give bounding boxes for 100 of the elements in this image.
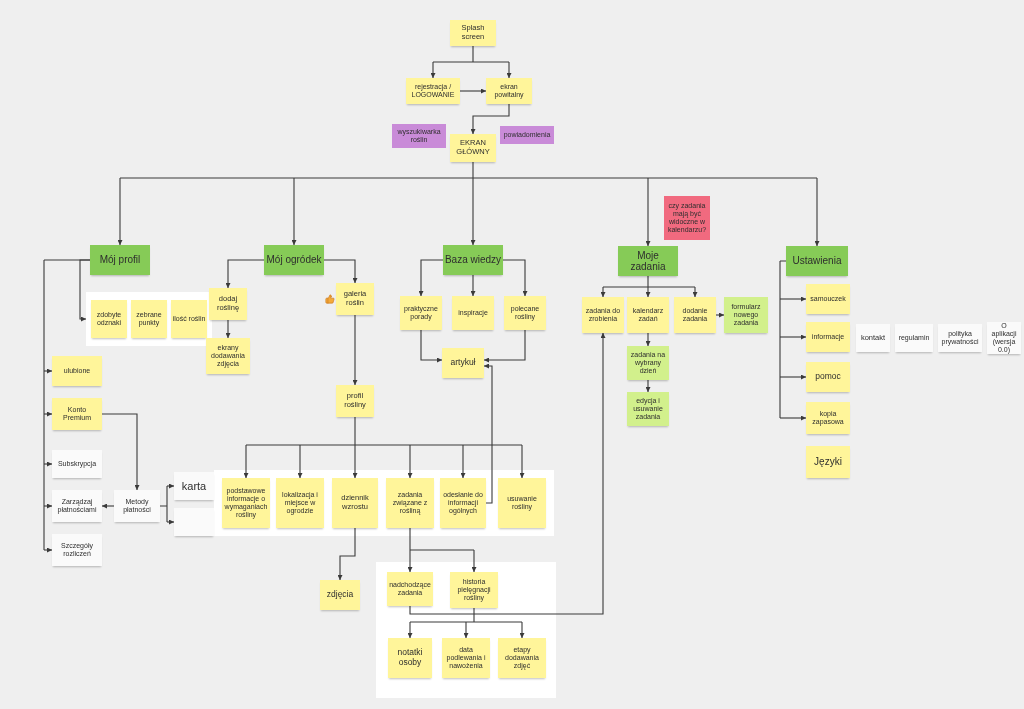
sticky-note bbox=[171, 300, 207, 338]
arrow bbox=[43, 547, 53, 553]
note-label: Baza wiedzy bbox=[444, 254, 502, 266]
note-label: pomoc bbox=[815, 372, 841, 382]
card bbox=[174, 472, 214, 500]
sticky-note bbox=[388, 638, 432, 678]
sticky-note bbox=[209, 288, 247, 320]
arrow bbox=[519, 621, 525, 639]
sticky-note bbox=[806, 446, 850, 478]
sticky-note bbox=[387, 572, 433, 606]
section-note bbox=[90, 245, 150, 275]
arrow bbox=[779, 374, 807, 380]
card bbox=[174, 508, 214, 536]
arrow bbox=[471, 549, 477, 573]
arrow bbox=[519, 444, 525, 479]
arrow bbox=[459, 88, 487, 94]
arrow bbox=[291, 177, 297, 246]
note-label: Mój ogródek bbox=[266, 254, 322, 266]
sticky-note bbox=[442, 638, 490, 678]
arrow bbox=[483, 329, 526, 363]
section-note bbox=[443, 245, 503, 275]
comment-note bbox=[500, 126, 554, 144]
connector-line bbox=[409, 527, 475, 551]
connector-line bbox=[602, 275, 696, 288]
arrow bbox=[715, 312, 725, 318]
arrow bbox=[506, 61, 512, 79]
card bbox=[856, 324, 890, 352]
card bbox=[52, 490, 102, 522]
card bbox=[52, 534, 102, 566]
connector-line bbox=[779, 260, 787, 419]
section-note bbox=[618, 246, 678, 276]
sticky-note bbox=[52, 398, 102, 430]
arrow bbox=[463, 621, 469, 639]
sticky-note bbox=[806, 322, 850, 352]
sticky-note bbox=[450, 134, 496, 162]
arrow bbox=[430, 61, 436, 79]
arrow bbox=[43, 368, 53, 374]
arrow bbox=[645, 286, 651, 298]
arrow bbox=[420, 329, 443, 363]
group-panel bbox=[214, 470, 554, 536]
arrow bbox=[43, 461, 53, 467]
arrow bbox=[297, 444, 303, 479]
connector-line bbox=[245, 416, 523, 446]
arrow bbox=[323, 259, 358, 284]
sticky-note bbox=[91, 300, 127, 338]
arrow bbox=[117, 177, 123, 246]
arrow bbox=[470, 177, 476, 246]
sticky-note bbox=[332, 478, 378, 528]
sticky-note bbox=[627, 297, 669, 333]
arrow bbox=[407, 621, 413, 639]
connector-line bbox=[43, 259, 91, 551]
card bbox=[938, 324, 982, 352]
sticky-note bbox=[486, 78, 532, 104]
arrow bbox=[779, 296, 807, 302]
connector-line bbox=[409, 607, 523, 623]
arrow bbox=[645, 379, 651, 393]
arrow bbox=[43, 411, 53, 417]
arrow bbox=[407, 549, 413, 573]
connector-line bbox=[159, 485, 168, 523]
arrow bbox=[418, 259, 444, 297]
arrow bbox=[645, 332, 651, 347]
arrow bbox=[243, 444, 249, 479]
note-label: Ustawienia bbox=[792, 255, 842, 267]
sticky-note bbox=[320, 580, 360, 610]
group-panel bbox=[376, 562, 556, 698]
connector-line bbox=[119, 161, 818, 179]
sticky-note bbox=[498, 638, 546, 678]
connector-line bbox=[432, 45, 510, 63]
sticky-note bbox=[400, 296, 442, 330]
group-panel bbox=[86, 292, 212, 346]
sticky-note bbox=[806, 402, 850, 434]
arrow bbox=[407, 444, 413, 479]
sticky-note bbox=[52, 356, 102, 386]
sticky-note bbox=[504, 296, 546, 330]
arrow bbox=[166, 519, 175, 525]
card bbox=[895, 324, 933, 352]
arrow bbox=[483, 363, 493, 504]
sticky-note bbox=[336, 283, 374, 315]
arrow bbox=[779, 415, 807, 421]
sticky-note bbox=[674, 297, 716, 333]
note-label: Mój profil bbox=[99, 254, 141, 266]
section-note bbox=[786, 246, 848, 276]
sticky-note bbox=[450, 572, 498, 608]
note-label: notatki osoby bbox=[396, 648, 424, 668]
arrow bbox=[352, 444, 358, 479]
arrow bbox=[166, 483, 175, 489]
note-label: zdjęcia bbox=[326, 590, 354, 600]
arrow bbox=[352, 314, 358, 386]
arrow bbox=[337, 527, 356, 581]
sticky-note bbox=[386, 478, 434, 528]
note-label: Moje zadania bbox=[629, 249, 667, 273]
arrow bbox=[225, 319, 231, 339]
sticky-note bbox=[131, 300, 167, 338]
arrow bbox=[502, 259, 528, 297]
sticky-note bbox=[222, 478, 270, 528]
card bbox=[114, 490, 160, 522]
sticky-note bbox=[452, 296, 494, 330]
arrow bbox=[645, 177, 651, 247]
arrow bbox=[692, 286, 698, 298]
arrow bbox=[460, 444, 466, 479]
